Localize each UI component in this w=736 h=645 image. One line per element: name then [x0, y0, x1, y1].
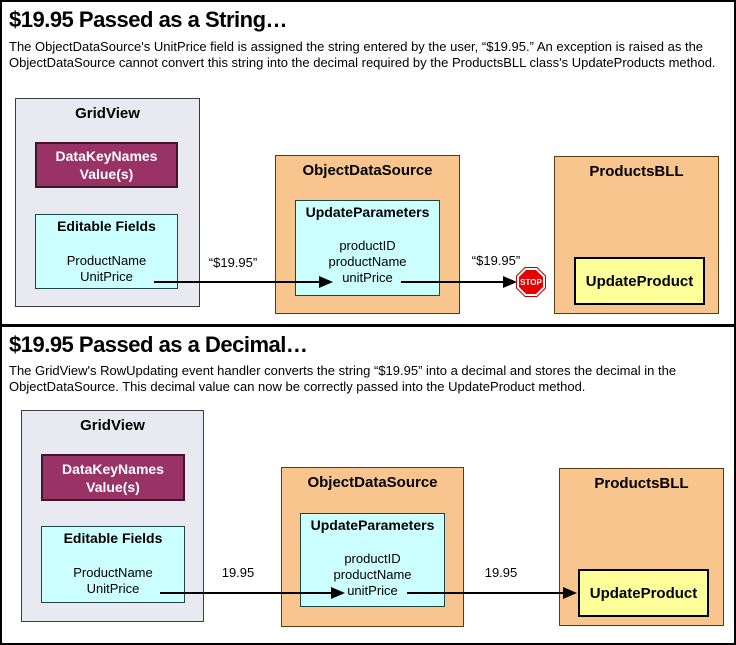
stop-icon-ring: STOP [517, 268, 545, 296]
value-label: 19.95 [221, 565, 255, 580]
datakeynames-box: DataKeyNames Value(s) [41, 454, 185, 501]
updateparameters-title: UpdateParameters [305, 204, 430, 220]
panel-heading-decimal: $19.95 Passed as a Decimal… [9, 332, 308, 357]
panel-heading-string: $19.95 Passed as a String… [9, 7, 288, 32]
arrowhead-icon [503, 276, 517, 288]
updateparameters-box: UpdateParameters productID productName u… [300, 513, 445, 607]
gridview-title: GridView [75, 105, 140, 122]
editable-fields-title: Editable Fields [63, 530, 163, 546]
flow-arrow-line [407, 592, 564, 594]
panel-description-string: The ObjectDataSource's UnitPrice field i… [9, 39, 716, 70]
stop-icon-core: STOP [519, 270, 543, 294]
field-item-productname: ProductName [66, 253, 147, 268]
updateparameters-title: UpdateParameters [310, 517, 435, 533]
datakeynames-label-line1: DataKeyNames [55, 148, 158, 164]
productsbll-box: ProductsBLL UpdateProduct [554, 156, 719, 314]
objectdatasource-title: ObjectDataSource [302, 162, 433, 179]
gridview-title: GridView [80, 417, 145, 434]
datakeynames-label-line2: Value(s) [86, 478, 140, 495]
updateproduct-box: UpdateProduct [578, 569, 709, 617]
parameter-item-productname: productName [333, 567, 412, 582]
datakeynames-box: DataKeyNames Value(s) [35, 142, 178, 188]
stop-icon-label: STOP [520, 277, 542, 287]
gridview-box: GridView DataKeyNames Value(s) Editable … [21, 410, 204, 622]
parameter-item-productname: productName [328, 254, 407, 269]
objectdatasource-title: ObjectDataSource [307, 474, 438, 491]
field-item-unitprice: UnitPrice [80, 269, 133, 284]
flow-arrow-line [401, 281, 504, 283]
arrowhead-icon [319, 276, 333, 288]
updateproduct-box: UpdateProduct [574, 257, 705, 305]
arrowhead-icon [563, 587, 577, 599]
editable-fields-box: Editable Fields ProductName UnitPrice [35, 214, 178, 289]
productsbll-title: ProductsBLL [589, 163, 684, 180]
field-item-productname: ProductName [73, 565, 153, 580]
panel-divider [2, 324, 734, 327]
parameter-item-unitprice: unitPrice [342, 270, 393, 285]
productsbll-title: ProductsBLL [594, 475, 689, 492]
editable-fields-title: Editable Fields [57, 218, 156, 234]
gridview-box: GridView DataKeyNames Value(s) Editable … [15, 98, 200, 307]
parameter-item-unitprice: unitPrice [347, 583, 398, 598]
value-label: 19.95 [484, 565, 518, 580]
editable-fields-box: Editable Fields ProductName UnitPrice [41, 526, 185, 603]
parameter-item-productid: productID [344, 551, 401, 566]
arrowhead-icon [331, 587, 345, 599]
value-label: “$19.95” [471, 253, 521, 268]
field-item-unitprice: UnitPrice [86, 581, 140, 596]
datakeynames-label-line1: DataKeyNames [62, 460, 164, 477]
objectdatasource-box: ObjectDataSource UpdateParameters produc… [275, 155, 460, 314]
stop-icon: STOP [516, 267, 546, 297]
productsbll-box: ProductsBLL UpdateProduct [559, 468, 724, 626]
panel-description-decimal: The GridView's RowUpdating event handler… [9, 363, 677, 394]
value-label: “$19.95” [208, 255, 258, 270]
flow-arrow-line [154, 281, 320, 283]
datakeynames-label-line2: Value(s) [79, 166, 134, 182]
objectdatasource-box: ObjectDataSource UpdateParameters produc… [281, 467, 464, 627]
parameter-item-productid: productID [339, 238, 396, 253]
flow-arrow-line [160, 592, 332, 594]
